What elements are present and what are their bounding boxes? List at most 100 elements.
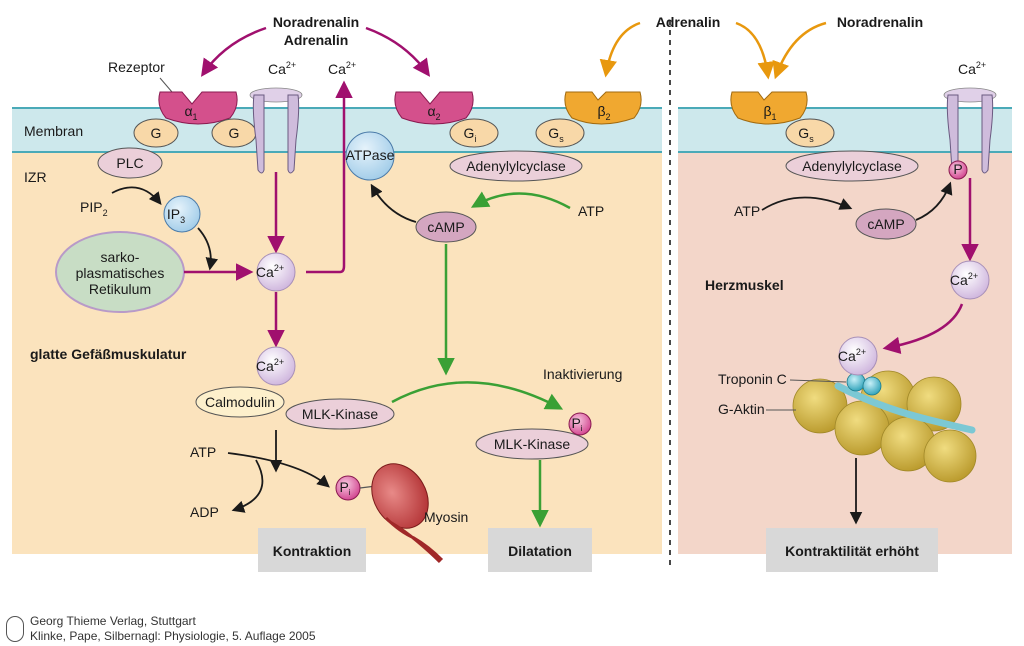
adenylylcyclase-right-label: Adenylylcyclase <box>802 158 902 174</box>
gs-left-label: G <box>548 125 559 141</box>
ligand-adrenalin-right: Adrenalin <box>656 14 721 30</box>
arrow-camp-to-channel <box>915 181 953 221</box>
myosin-tail <box>384 516 444 564</box>
myosin-label: Myosin <box>424 509 468 525</box>
arrow-atp-to-camp-right <box>761 196 853 211</box>
ca-charge: 2+ <box>856 347 866 357</box>
phosphate-on-channel <box>948 160 968 180</box>
g-protein-1-label: G <box>151 125 162 141</box>
gi-protein <box>449 118 499 148</box>
plc-enzyme <box>97 147 163 179</box>
arrow-adrenalin-to-beta1 <box>735 21 775 80</box>
g-aktin-label: G-Aktin <box>718 401 765 417</box>
smooth-muscle-label: glatte Gefäßmuskulatur <box>30 346 187 362</box>
arrow-noradrenalin-to-beta1 <box>772 21 827 80</box>
ca-charge: 2+ <box>346 60 356 70</box>
alpha1-receptor <box>158 91 238 125</box>
svg-text:Ca2+: Ca2+ <box>268 60 296 77</box>
ca-ion-calmodulin-label: Ca <box>256 358 274 374</box>
mlk-kinase-active-label: MLK-Kinase <box>302 406 378 422</box>
atpase-pump <box>345 131 395 181</box>
alpha1-symbol: α <box>184 103 192 119</box>
plc-label: PLC <box>116 155 143 171</box>
kontraktion-box <box>258 528 366 572</box>
beta2-receptor <box>564 91 642 125</box>
svg-text:Ca2+: Ca2+ <box>256 357 284 374</box>
svg-text:α1: α1 <box>184 103 197 122</box>
alpha2-receptor <box>394 91 474 125</box>
phosphate-mlk-label: P <box>571 415 580 431</box>
calmodulin <box>195 386 285 418</box>
ca-label-pump-out: Ca <box>328 61 346 77</box>
tropomyosin-strand <box>834 382 976 434</box>
rezeptor-label: Rezeptor <box>108 59 165 75</box>
beta1-symbol: β <box>763 103 771 119</box>
troponin-label: Troponin C <box>718 371 787 387</box>
troponin-c-2 <box>862 376 882 396</box>
svg-text:Gi: Gi <box>464 125 477 144</box>
ca-charge: 2+ <box>274 357 284 367</box>
ca-charge: 2+ <box>976 60 986 70</box>
alpha2-symbol: α <box>427 103 435 119</box>
ca-ion-troponin <box>838 336 878 376</box>
arrow-atp-to-adp <box>231 459 264 513</box>
g-protein-1 <box>133 118 179 148</box>
atp-smooth-label: ATP <box>190 444 216 460</box>
ca-charge: 2+ <box>286 60 296 70</box>
footer-line-2: Klinke, Pape, Silbernagl: Physiologie, 5… <box>30 629 316 643</box>
arrow-atp-to-camp-left <box>470 191 571 210</box>
footer-line-1: Georg Thieme Verlag, Stuttgart <box>30 614 196 628</box>
sr-label-line3: Retikulum <box>89 281 151 297</box>
beta1-subscript: 1 <box>772 112 777 122</box>
kontraktilitaet-box <box>766 528 938 572</box>
gs-right-subscript: s <box>809 134 814 144</box>
phosphate-channel-label: P <box>953 161 962 177</box>
phosphate-myosin-subscript: i <box>349 488 351 497</box>
adenylylcyclase-left <box>449 150 583 182</box>
dilatation-box <box>488 528 592 572</box>
alpha2-subscript: 2 <box>436 112 441 122</box>
footer-credit: Georg Thieme Verlag, Stuttgart Klinke, P… <box>30 614 316 644</box>
ca-channel-left <box>249 87 303 174</box>
ca-ion-calmodulin <box>256 346 296 386</box>
arrow-atp-to-pi <box>227 452 330 488</box>
camp-right-label: cAMP <box>867 216 904 232</box>
ca-ion-heart <box>950 260 990 300</box>
izr-label: IZR <box>24 169 47 185</box>
pip2-label: PIP <box>80 199 103 215</box>
svg-text:IP3: IP3 <box>167 206 185 225</box>
svg-text:Ca2+: Ca2+ <box>256 263 284 280</box>
camp-left-label: cAMP <box>427 219 464 235</box>
ca-label-channel-right: Ca <box>958 61 976 77</box>
gs-right-label: G <box>798 125 809 141</box>
kontraktion-label: Kontraktion <box>273 543 352 559</box>
atpase-label: ATPase <box>346 147 395 163</box>
adenylylcyclase-right <box>785 150 919 182</box>
ca-ion-troponin-label: Ca <box>838 348 856 364</box>
camp-right <box>855 208 917 240</box>
svg-text:Gs: Gs <box>798 125 814 144</box>
ligand-noradrenalin-left: Noradrenalin <box>273 14 359 30</box>
dilatation-label: Dilatation <box>508 543 572 559</box>
ip3-molecule <box>163 195 201 233</box>
svg-text:Pi: Pi <box>339 479 350 497</box>
svg-text:Ca2+: Ca2+ <box>958 60 986 77</box>
actin-filament <box>792 370 977 483</box>
beta2-symbol: β <box>597 103 605 119</box>
troponin-c-1 <box>846 372 866 392</box>
calmodulin-label: Calmodulin <box>205 394 275 410</box>
arrow-camp-to-atpase <box>370 183 417 223</box>
ca-label-channel-left: Ca <box>268 61 286 77</box>
svg-text:Gs: Gs <box>548 125 564 144</box>
gi-label: G <box>464 125 475 141</box>
svg-text:β2: β2 <box>597 103 610 122</box>
ligand-noradrenalin-right: Noradrenalin <box>837 14 923 30</box>
adenylylcyclase-left-label: Adenylylcyclase <box>466 158 566 174</box>
ip3-label: IP <box>167 206 180 222</box>
arrow-to-alpha2 <box>365 26 431 77</box>
arrow-ca-to-troponin <box>882 303 964 355</box>
ca-ion-cytosol-label: Ca <box>256 264 274 280</box>
camp-left <box>415 211 477 243</box>
phosphate-mlk-subscript: i <box>581 424 583 433</box>
